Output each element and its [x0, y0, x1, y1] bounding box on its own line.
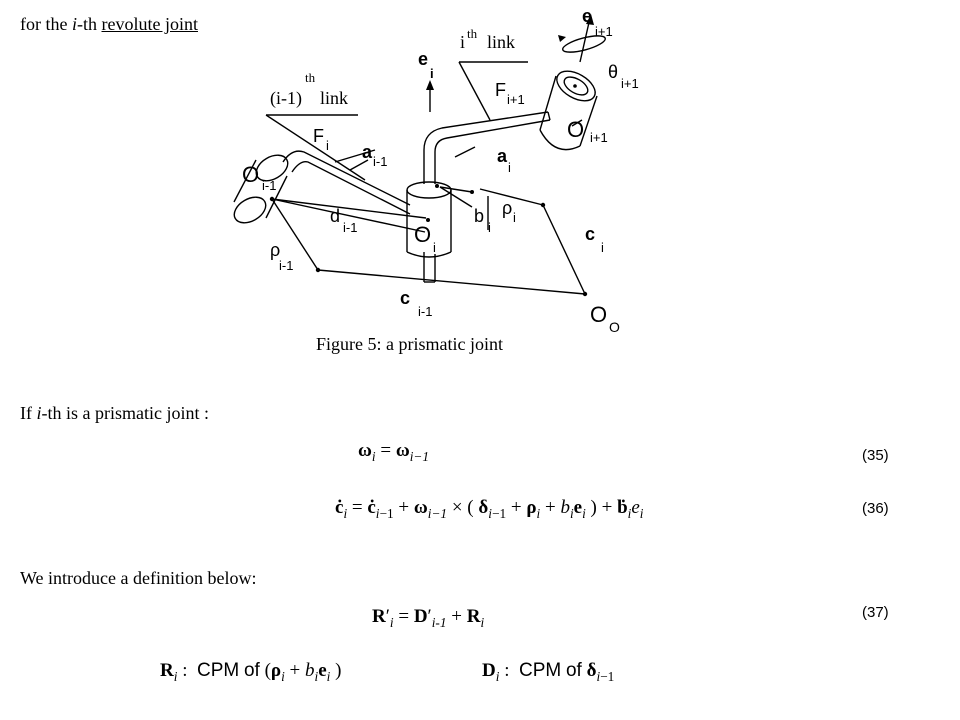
- label-a-i: a: [497, 146, 508, 166]
- equation-35-number: (35): [862, 447, 889, 464]
- label-O-im1-sub: i-1: [262, 178, 276, 193]
- label-im1-link-th: th: [305, 70, 316, 85]
- label-d-im1: d: [330, 206, 340, 226]
- prismatic-i: i: [36, 403, 42, 423]
- header-i: i: [71, 14, 77, 34]
- label-c-i: c: [585, 224, 595, 244]
- label-rho-im1: ρ: [270, 240, 280, 260]
- label-im1-link-pre: (i-1): [270, 88, 302, 109]
- label-O-i-sub: i: [433, 240, 436, 255]
- equation-37: R′i = D′i-1 + Ri: [372, 606, 485, 630]
- prismatic-heading: If i-th is a prismatic joint :: [20, 403, 209, 424]
- prismatic-prefix: If: [20, 403, 37, 423]
- label-d-im1-sub: i-1: [343, 220, 357, 235]
- label-F-i: F: [313, 126, 324, 146]
- label-O-i1: O: [567, 117, 584, 142]
- label-e-i1-sub: i+1: [595, 24, 613, 39]
- label-rho-i-sub: i: [513, 210, 516, 225]
- d-colon: :: [504, 660, 510, 681]
- header-mid: -th: [77, 14, 102, 34]
- definition-D: Di : CPM of δi−1: [482, 660, 615, 684]
- label-O-im1: O: [242, 162, 259, 187]
- label-e-i-sub: i: [430, 66, 434, 81]
- label-theta: θ: [608, 62, 618, 82]
- header-underlined: revolute joint: [101, 14, 198, 34]
- label-O-i1-sub: i+1: [590, 130, 608, 145]
- definition-text: We introduce a definition below:: [20, 568, 257, 588]
- equation-35: ωi = ωi−1: [358, 440, 430, 464]
- label-im1-link-word: link: [320, 88, 348, 108]
- label-O-i: O: [414, 222, 431, 247]
- label-rho-i: ρ: [502, 198, 512, 218]
- label-ith-link: link: [487, 32, 515, 52]
- figure-prismatic-joint: e i e i+1 i th link θ i+1 F i+1 (i-1) th…: [233, 6, 639, 335]
- label-b-i-sub: i: [488, 220, 491, 235]
- label-theta-sub: i+1: [621, 76, 639, 91]
- equation-37-number: (37): [862, 604, 889, 621]
- equation-36-number: (36): [862, 500, 889, 517]
- label-F-i-sub: i: [326, 138, 329, 153]
- prismatic-rest: -th is a prismatic joint :: [41, 403, 209, 423]
- label-rho-im1-sub: i-1: [279, 258, 293, 273]
- r-colon: :: [182, 660, 188, 681]
- label-a-i-sub: i: [508, 160, 511, 175]
- label-c-im1-sub: i-1: [418, 304, 432, 319]
- label-e-i: e: [418, 49, 428, 69]
- figure-caption: Figure 5: a prismatic joint: [316, 334, 503, 354]
- equation-36: ċi = ċi−1 + ωi−1 × ( δi−1 + ρi + biei ) …: [335, 497, 644, 521]
- label-a-im1-sub: i-1: [373, 154, 387, 169]
- label-ith-th: th: [467, 26, 478, 41]
- label-F-i1: F: [495, 80, 506, 100]
- label-ith-i: i: [460, 32, 465, 52]
- r-of: of: [243, 660, 260, 681]
- label-O-O-sub: O: [609, 319, 620, 335]
- label-F-i1-sub: i+1: [507, 92, 525, 107]
- r-cpm: CPM: [196, 660, 240, 681]
- label-c-im1: c: [400, 288, 410, 308]
- header-prefix: for the: [20, 14, 72, 34]
- label-b-i: b: [474, 206, 484, 226]
- d-of: of: [565, 660, 582, 681]
- header-line: for the i-th revolute joint: [20, 14, 198, 35]
- definition-R: Ri : CPM of (ρi + biei ): [160, 660, 342, 684]
- label-c-i-sub: i: [601, 240, 604, 255]
- label-a-im1: a: [362, 142, 373, 162]
- label-e-i1: e: [582, 6, 592, 26]
- label-O-O: O: [590, 302, 607, 327]
- d-cpm: CPM: [518, 660, 562, 681]
